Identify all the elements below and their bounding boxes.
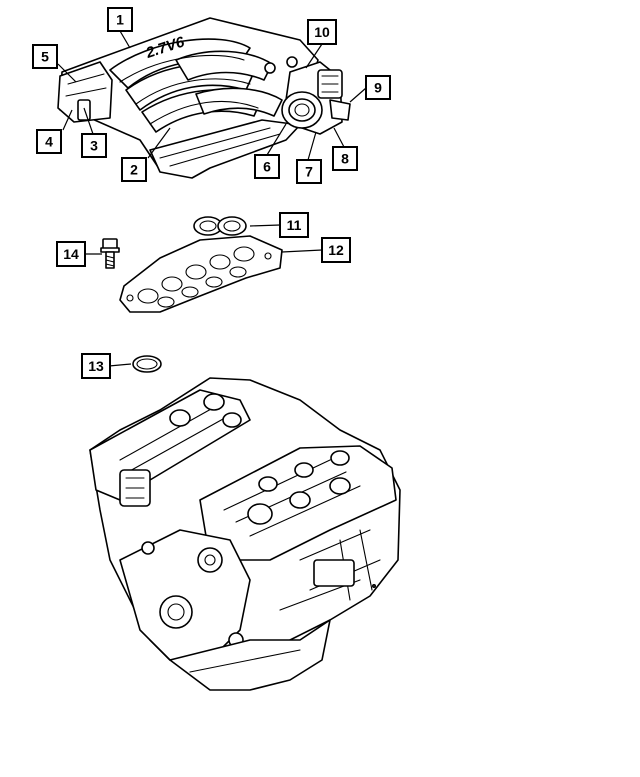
leader-lines: [57, 30, 367, 367]
callout-number: 12: [328, 242, 344, 258]
callout-6: 6: [254, 154, 280, 179]
callout-4: 4: [36, 129, 62, 154]
vacuum-fitting: [264, 62, 276, 74]
callout-7: 7: [296, 159, 322, 184]
callout-14: 14: [56, 241, 86, 267]
vacuum-fitting: [286, 56, 298, 68]
callout-8: 8: [332, 146, 358, 171]
callout-2: 2: [121, 157, 147, 182]
intake-manifold: 2.7V6: [57, 17, 319, 179]
callout-number: 2: [130, 162, 138, 178]
callout-number: 1: [116, 12, 124, 28]
o-ring: [132, 355, 162, 373]
callout-11: 11: [279, 212, 309, 238]
callout-3: 3: [81, 133, 107, 158]
callout-number: 11: [287, 217, 302, 233]
callout-number: 4: [45, 134, 53, 150]
callout-9: 9: [365, 75, 391, 100]
callout-number: 6: [263, 159, 271, 175]
map-sensor: [77, 99, 91, 121]
callout-number: 14: [63, 246, 79, 262]
callout-number: 7: [305, 164, 313, 180]
callout-number: 10: [314, 24, 330, 40]
callout-10: 10: [307, 19, 337, 45]
bolt: [100, 238, 120, 269]
throttle-body: [281, 61, 351, 135]
callout-1: 1: [107, 7, 133, 32]
callout-number: 8: [341, 151, 349, 167]
throttle-body-gasket: [193, 216, 247, 236]
callout-number: 5: [41, 49, 49, 65]
callout-number: 3: [90, 138, 98, 154]
callout-5: 5: [32, 44, 58, 69]
callout-12: 12: [321, 237, 351, 263]
callout-13: 13: [81, 353, 111, 379]
engine-assembly: [89, 377, 401, 691]
callout-number: 13: [88, 358, 104, 374]
intake-manifold-gasket: [119, 235, 283, 313]
callout-number: 9: [374, 80, 382, 96]
